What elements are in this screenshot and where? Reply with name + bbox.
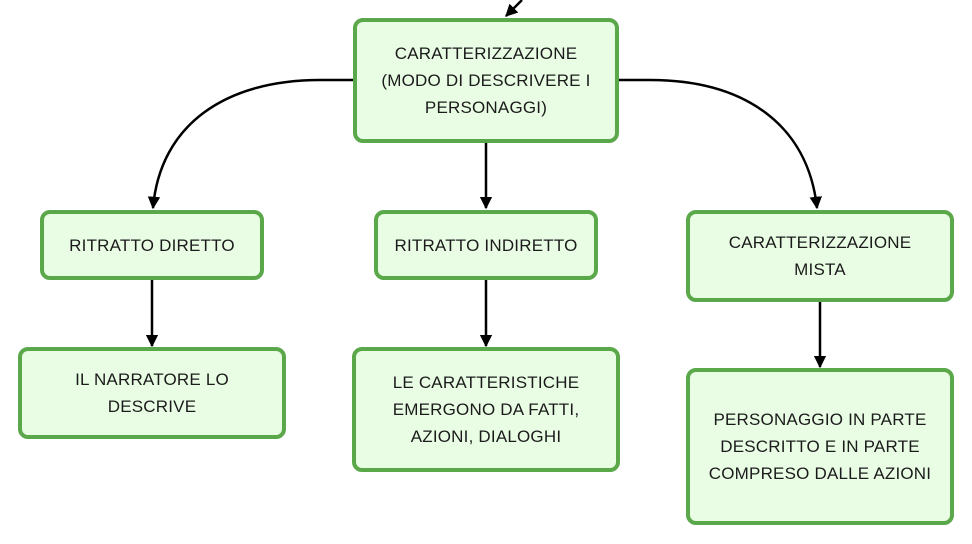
node-line: (MODO DI DESCRIVERE I xyxy=(381,71,591,90)
node-caratterizzazione: CARATTERIZZAZIONE (MODO DI DESCRIVERE I … xyxy=(353,18,619,143)
node-line: EMERGONO DA FATTI, xyxy=(392,400,580,419)
node-ritratto-indiretto: RITRATTO INDIRETTO xyxy=(374,210,598,280)
node-line: CARATTERIZZAZIONE xyxy=(394,44,578,63)
node-line: MISTA xyxy=(794,260,846,279)
node-ritratto-diretto: RITRATTO DIRETTO xyxy=(40,210,264,280)
node-line: PERSONAGGI) xyxy=(424,98,548,117)
node-personaggio-in-parte: PERSONAGGIO IN PARTE DESCRITTO E IN PART… xyxy=(686,368,954,525)
incoming-connector xyxy=(505,0,523,17)
node-line: DESCRIVE xyxy=(107,397,197,416)
node-caratterizzazione-mista: CARATTERIZZAZIONE MISTA xyxy=(686,210,954,302)
connector-root-direct xyxy=(147,78,354,210)
node-line: DESCRITTO E IN PARTE xyxy=(720,437,920,456)
node-caratteristiche-emergono: LE CARATTERISTICHE EMERGONO DA FATTI, AZ… xyxy=(352,347,620,472)
node-line: PERSONAGGIO IN PARTE xyxy=(713,410,927,429)
node-line: RITRATTO DIRETTO xyxy=(69,235,235,255)
node-line: COMPRESO DALLE AZIONI xyxy=(708,464,932,483)
node-narratore-descrive: IL NARRATORE LO DESCRIVE xyxy=(18,347,286,439)
connector-root-mixed xyxy=(618,78,822,210)
node-line: RITRATTO INDIRETTO xyxy=(394,235,578,255)
node-line: AZIONI, DIALOGHI xyxy=(410,427,562,446)
node-line: IL NARRATORE LO xyxy=(75,370,229,389)
node-line: LE CARATTERISTICHE xyxy=(392,373,580,392)
node-line: CARATTERIZZAZIONE xyxy=(728,233,912,252)
